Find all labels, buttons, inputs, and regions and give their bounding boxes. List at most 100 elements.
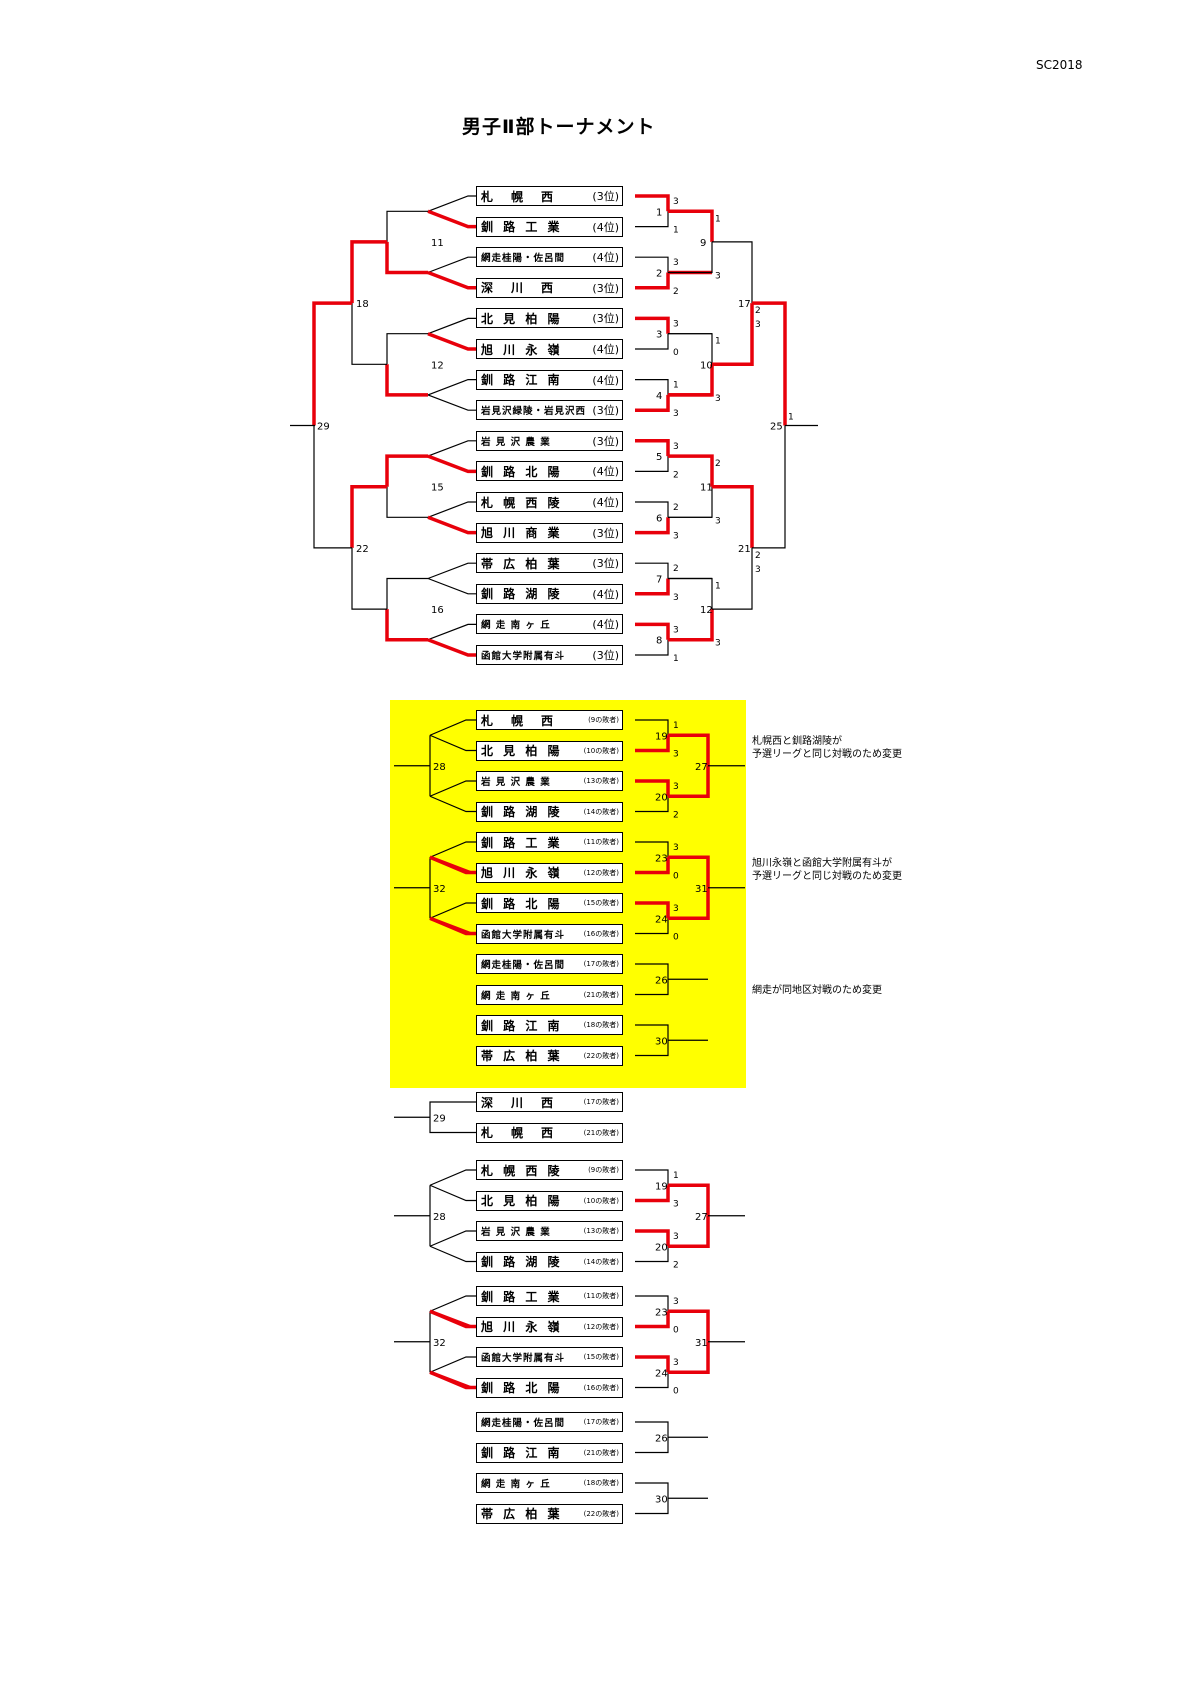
winner-line bbox=[668, 1309, 710, 1342]
left-round1-line bbox=[427, 440, 476, 457]
team-rank: (9の敗者) bbox=[588, 716, 619, 724]
score: 0 bbox=[673, 1387, 679, 1397]
left-round2-line bbox=[386, 210, 428, 242]
round1-line bbox=[635, 639, 669, 656]
match-number: 3 bbox=[656, 330, 662, 341]
winner-line bbox=[429, 916, 471, 936]
team-name: 網走桂陽・佐呂間 bbox=[481, 960, 566, 971]
document-code: SC2018 bbox=[1036, 58, 1083, 72]
score: 2 bbox=[755, 306, 761, 316]
match-number: 29 bbox=[317, 422, 330, 433]
team-name: 釧 路 工 業 bbox=[481, 220, 563, 235]
team-name: 釧 路 北 陽 bbox=[481, 1381, 563, 1395]
match-number: 23 bbox=[655, 1307, 668, 1318]
round1-line bbox=[635, 517, 670, 535]
match-number: 4 bbox=[656, 391, 662, 402]
match-number: 17 bbox=[738, 299, 751, 310]
round1-line bbox=[635, 562, 669, 579]
match-number: 8 bbox=[656, 636, 662, 647]
team-rank: (9の敗者) bbox=[588, 1166, 619, 1174]
team-name: 旭 川 永 嶺 bbox=[481, 866, 563, 880]
score: 2 bbox=[673, 1261, 679, 1271]
team-name: 網 走 南 ヶ 丘 bbox=[481, 990, 551, 1002]
team-name: 北 見 柏 陽 bbox=[481, 744, 563, 758]
left-round2-line bbox=[385, 609, 428, 642]
left-round1-line bbox=[427, 317, 476, 335]
bracket-line bbox=[429, 1356, 476, 1373]
team-box-group: 網走桂陽・佐呂間(17の敗者) bbox=[476, 954, 623, 974]
team-box-main: 函館大学附属有斗(3位) bbox=[476, 645, 623, 665]
team-box-group: 函館大学附属有斗(16の敗者) bbox=[476, 923, 623, 944]
team-box-group: 帯 広 柏 葉(22の敗者) bbox=[476, 1045, 623, 1066]
match-number: 30 bbox=[655, 1494, 668, 1505]
score: 3 bbox=[673, 1200, 679, 1210]
match-number: 10 bbox=[700, 360, 713, 371]
left-round2-line bbox=[386, 577, 428, 610]
match-number: 21 bbox=[738, 544, 751, 555]
team-rank: (21の敗者) bbox=[583, 1448, 619, 1457]
team-box-group: 帯 広 柏 葉 (22の敗者) bbox=[476, 1503, 623, 1524]
left-round1-line bbox=[427, 562, 476, 580]
team-box-group: 釧 路 江 南(21の敗者) bbox=[476, 1442, 623, 1463]
team-rank: (12の敗者) bbox=[583, 1322, 619, 1331]
score: 3 bbox=[715, 272, 721, 282]
winner-line bbox=[635, 901, 670, 919]
team-name: 帯 広 柏 葉 bbox=[481, 1507, 563, 1521]
team-name: 釧 路 江 南 bbox=[481, 1018, 563, 1033]
bracket-line bbox=[429, 1169, 476, 1186]
team-box-main: 網 走 南 ヶ 丘(4位) bbox=[476, 614, 623, 635]
team-rank: (12の敗者) bbox=[583, 868, 619, 877]
winner-line bbox=[668, 855, 710, 888]
winner-line bbox=[712, 303, 754, 367]
team-rank: (14の敗者) bbox=[583, 1257, 619, 1266]
team-box-group: 札 幌 西 陵 (9の敗者) bbox=[476, 1160, 623, 1180]
team-box-group: 釧 路 工 業(11の敗者) bbox=[476, 832, 623, 852]
team-rank: (22の敗者) bbox=[583, 1509, 619, 1518]
match-number: 9 bbox=[700, 238, 706, 249]
team-name: 札 幌 西 陵 bbox=[481, 1163, 563, 1178]
match-number: 18 bbox=[356, 299, 369, 310]
match-number: 2 bbox=[656, 269, 662, 280]
team-name: 函館大学附属有斗 bbox=[481, 1353, 566, 1364]
left-round2-line bbox=[385, 241, 428, 275]
team-rank: (22の敗者) bbox=[583, 1051, 619, 1060]
team-name: 札 幌 西 陵 bbox=[481, 495, 563, 510]
score: 1 bbox=[673, 721, 679, 731]
match-number: 5 bbox=[656, 452, 662, 463]
team-box-group: 釧 路 湖 陵(14の敗者) bbox=[476, 801, 623, 822]
round2-line bbox=[668, 577, 713, 610]
winner-line bbox=[429, 1370, 471, 1390]
team-name: 岩 見 沢 農 業 bbox=[481, 1227, 551, 1238]
match-number: 7 bbox=[656, 575, 662, 586]
team-rank: (3位) bbox=[592, 404, 619, 418]
round1-line bbox=[635, 439, 670, 457]
team-box-main: 釧 路 湖 陵(4位) bbox=[476, 583, 623, 604]
match-number: 19 bbox=[655, 731, 668, 742]
winner-line bbox=[429, 855, 471, 875]
score: 3 bbox=[673, 1358, 679, 1368]
match-number: 16 bbox=[431, 605, 444, 616]
team-box-main: 北 見 柏 陽(3位) bbox=[476, 308, 623, 329]
round1-line bbox=[635, 578, 670, 596]
left-round2-line bbox=[386, 333, 428, 365]
winner-line bbox=[312, 301, 352, 426]
winner-line bbox=[635, 857, 670, 875]
score: 3 bbox=[673, 319, 679, 329]
match-number: 32 bbox=[433, 884, 446, 895]
bracket-line bbox=[712, 547, 753, 610]
left-round1-line bbox=[427, 623, 476, 641]
team-rank: (4位) bbox=[592, 587, 619, 601]
team-name: 網 走 南 ヶ 丘 bbox=[481, 620, 551, 632]
match-number: 31 bbox=[695, 1338, 708, 1349]
score: 3 bbox=[673, 442, 679, 452]
team-box-group: 釧 路 江 南(18の敗者) bbox=[476, 1015, 623, 1035]
match-number: 1 bbox=[656, 207, 662, 218]
bracket-line bbox=[635, 719, 669, 736]
score: 1 bbox=[673, 226, 679, 236]
left-round1-line bbox=[427, 638, 476, 657]
match-number: 25 bbox=[770, 422, 783, 433]
team-name: 釧 路 湖 陵 bbox=[481, 1255, 563, 1269]
match-number: 31 bbox=[695, 884, 708, 895]
team-box-group: 北 見 柏 陽(10の敗者) bbox=[476, 740, 623, 761]
score: 3 bbox=[715, 516, 721, 526]
